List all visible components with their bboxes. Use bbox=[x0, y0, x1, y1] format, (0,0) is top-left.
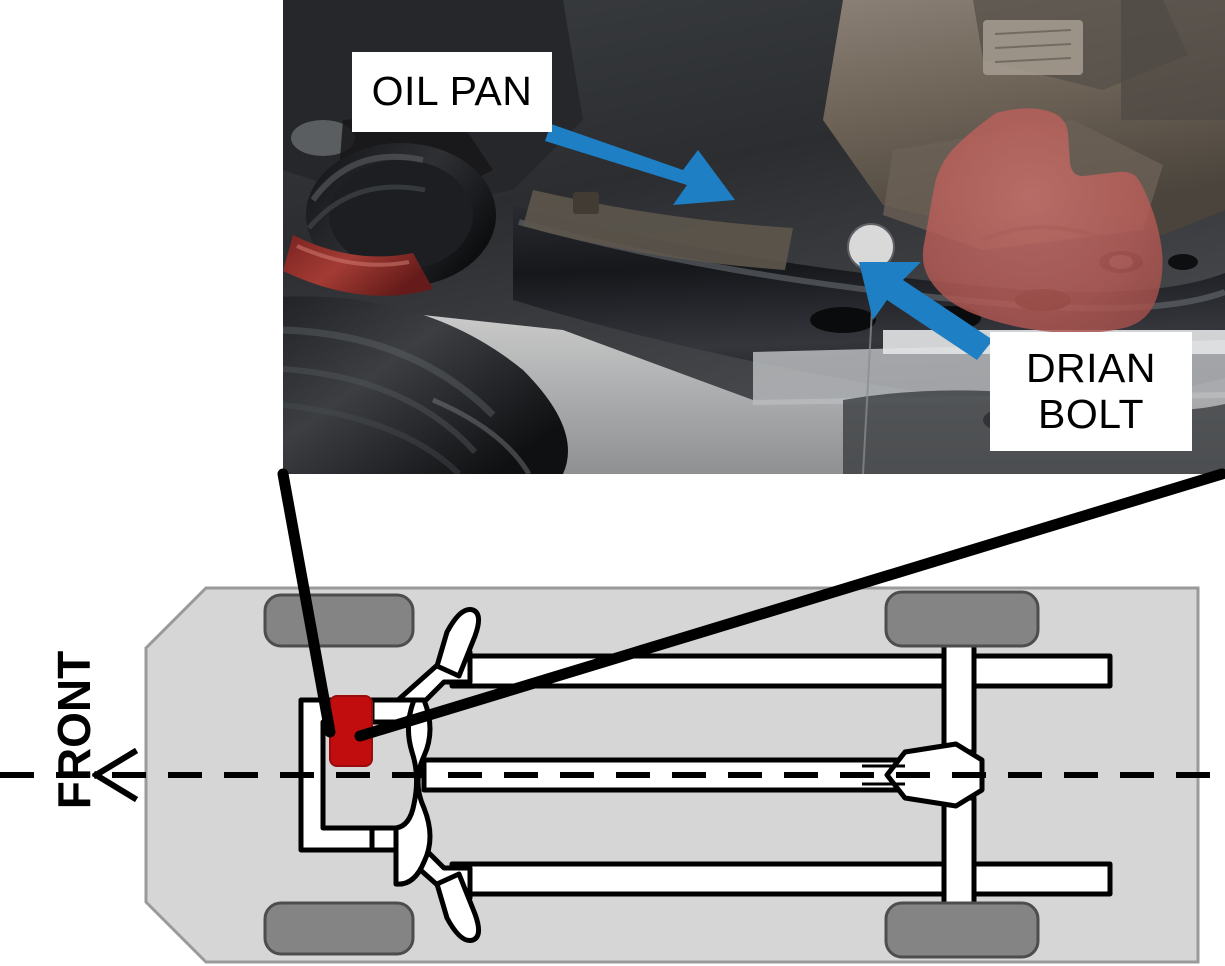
wheel-rear-right bbox=[884, 901, 1040, 959]
front-right-knuckle bbox=[434, 871, 481, 944]
right-frame-rail bbox=[449, 861, 1113, 897]
drain-bolt-arrow bbox=[859, 262, 993, 360]
engine-oil-pan-block bbox=[329, 695, 373, 767]
differential-detail-lines bbox=[862, 764, 905, 786]
callout-drain-bolt: DRIAN BOLT bbox=[990, 332, 1192, 451]
vehicle-plan-view bbox=[0, 586, 1225, 964]
front-direction-arrow-icon bbox=[91, 747, 139, 803]
oil-pan-arrow bbox=[545, 124, 735, 205]
wheel-front-left bbox=[263, 593, 415, 648]
callout-oil-pan: OIL PAN bbox=[352, 52, 552, 132]
rear-differential bbox=[884, 741, 985, 809]
transmission-tunnel bbox=[393, 697, 433, 887]
callout-oil-pan-label: OIL PAN bbox=[371, 68, 533, 115]
wheel-rear-left bbox=[884, 590, 1040, 648]
callout-drain-bolt-line1: DRIAN bbox=[1025, 344, 1157, 391]
left-frame-rail bbox=[449, 653, 1113, 689]
oil-pan-highlight bbox=[922, 108, 1163, 334]
tire bbox=[283, 296, 568, 474]
wheel-front-right bbox=[263, 901, 415, 956]
rear-left-axle-shaft bbox=[941, 627, 977, 755]
propshaft bbox=[421, 757, 908, 793]
callout-drain-bolt-line2: BOLT bbox=[1037, 390, 1145, 437]
